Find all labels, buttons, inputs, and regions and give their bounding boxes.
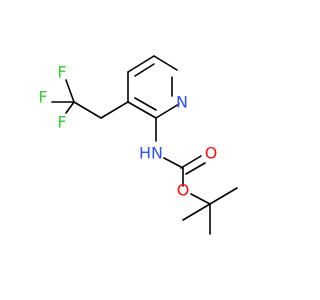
structure-drawing: F F F N N H O O: [38, 55, 238, 235]
molecule-structure: F F F N N H O O: [38, 55, 238, 235]
carbonyl-double-bond: [180, 155, 202, 169]
fluorine-atom-label: F: [38, 88, 47, 107]
fluorine-atom-label: F: [57, 63, 66, 82]
c-f-bond: [65, 101, 75, 114]
bonds: [51, 55, 238, 235]
ch2-to-cf3-bond: [73, 101, 102, 119]
ester-oxygen-label: O: [177, 181, 190, 200]
ring-nitrogen-label: N: [176, 93, 188, 112]
ring-bond: [153, 55, 178, 71]
ring-bond: [155, 103, 180, 119]
amide-nitrogen-label: N: [151, 144, 163, 163]
tbu-methyl-bond: [209, 187, 238, 205]
amide-hydrogen-label: H: [139, 144, 151, 163]
ring-to-ch2-bond: [100, 101, 129, 119]
nh-to-carbonyl-bond: [163, 157, 184, 169]
ring-double-bond-inner: [134, 97, 157, 111]
tbu-methyl-bond: [182, 203, 211, 221]
fluorine-atom-label: F: [57, 113, 66, 132]
ring-bond: [127, 55, 155, 73]
ring-double-bond-inner: [134, 63, 155, 77]
c-f-bond: [65, 79, 75, 103]
atom-labels: F F F N N H O O: [38, 63, 217, 200]
carbonyl-oxygen-label: O: [205, 144, 218, 163]
carbonyl-double-bond: [185, 162, 206, 175]
ester-o-to-tbu-bond: [190, 193, 211, 205]
ring-bond: [127, 101, 157, 119]
